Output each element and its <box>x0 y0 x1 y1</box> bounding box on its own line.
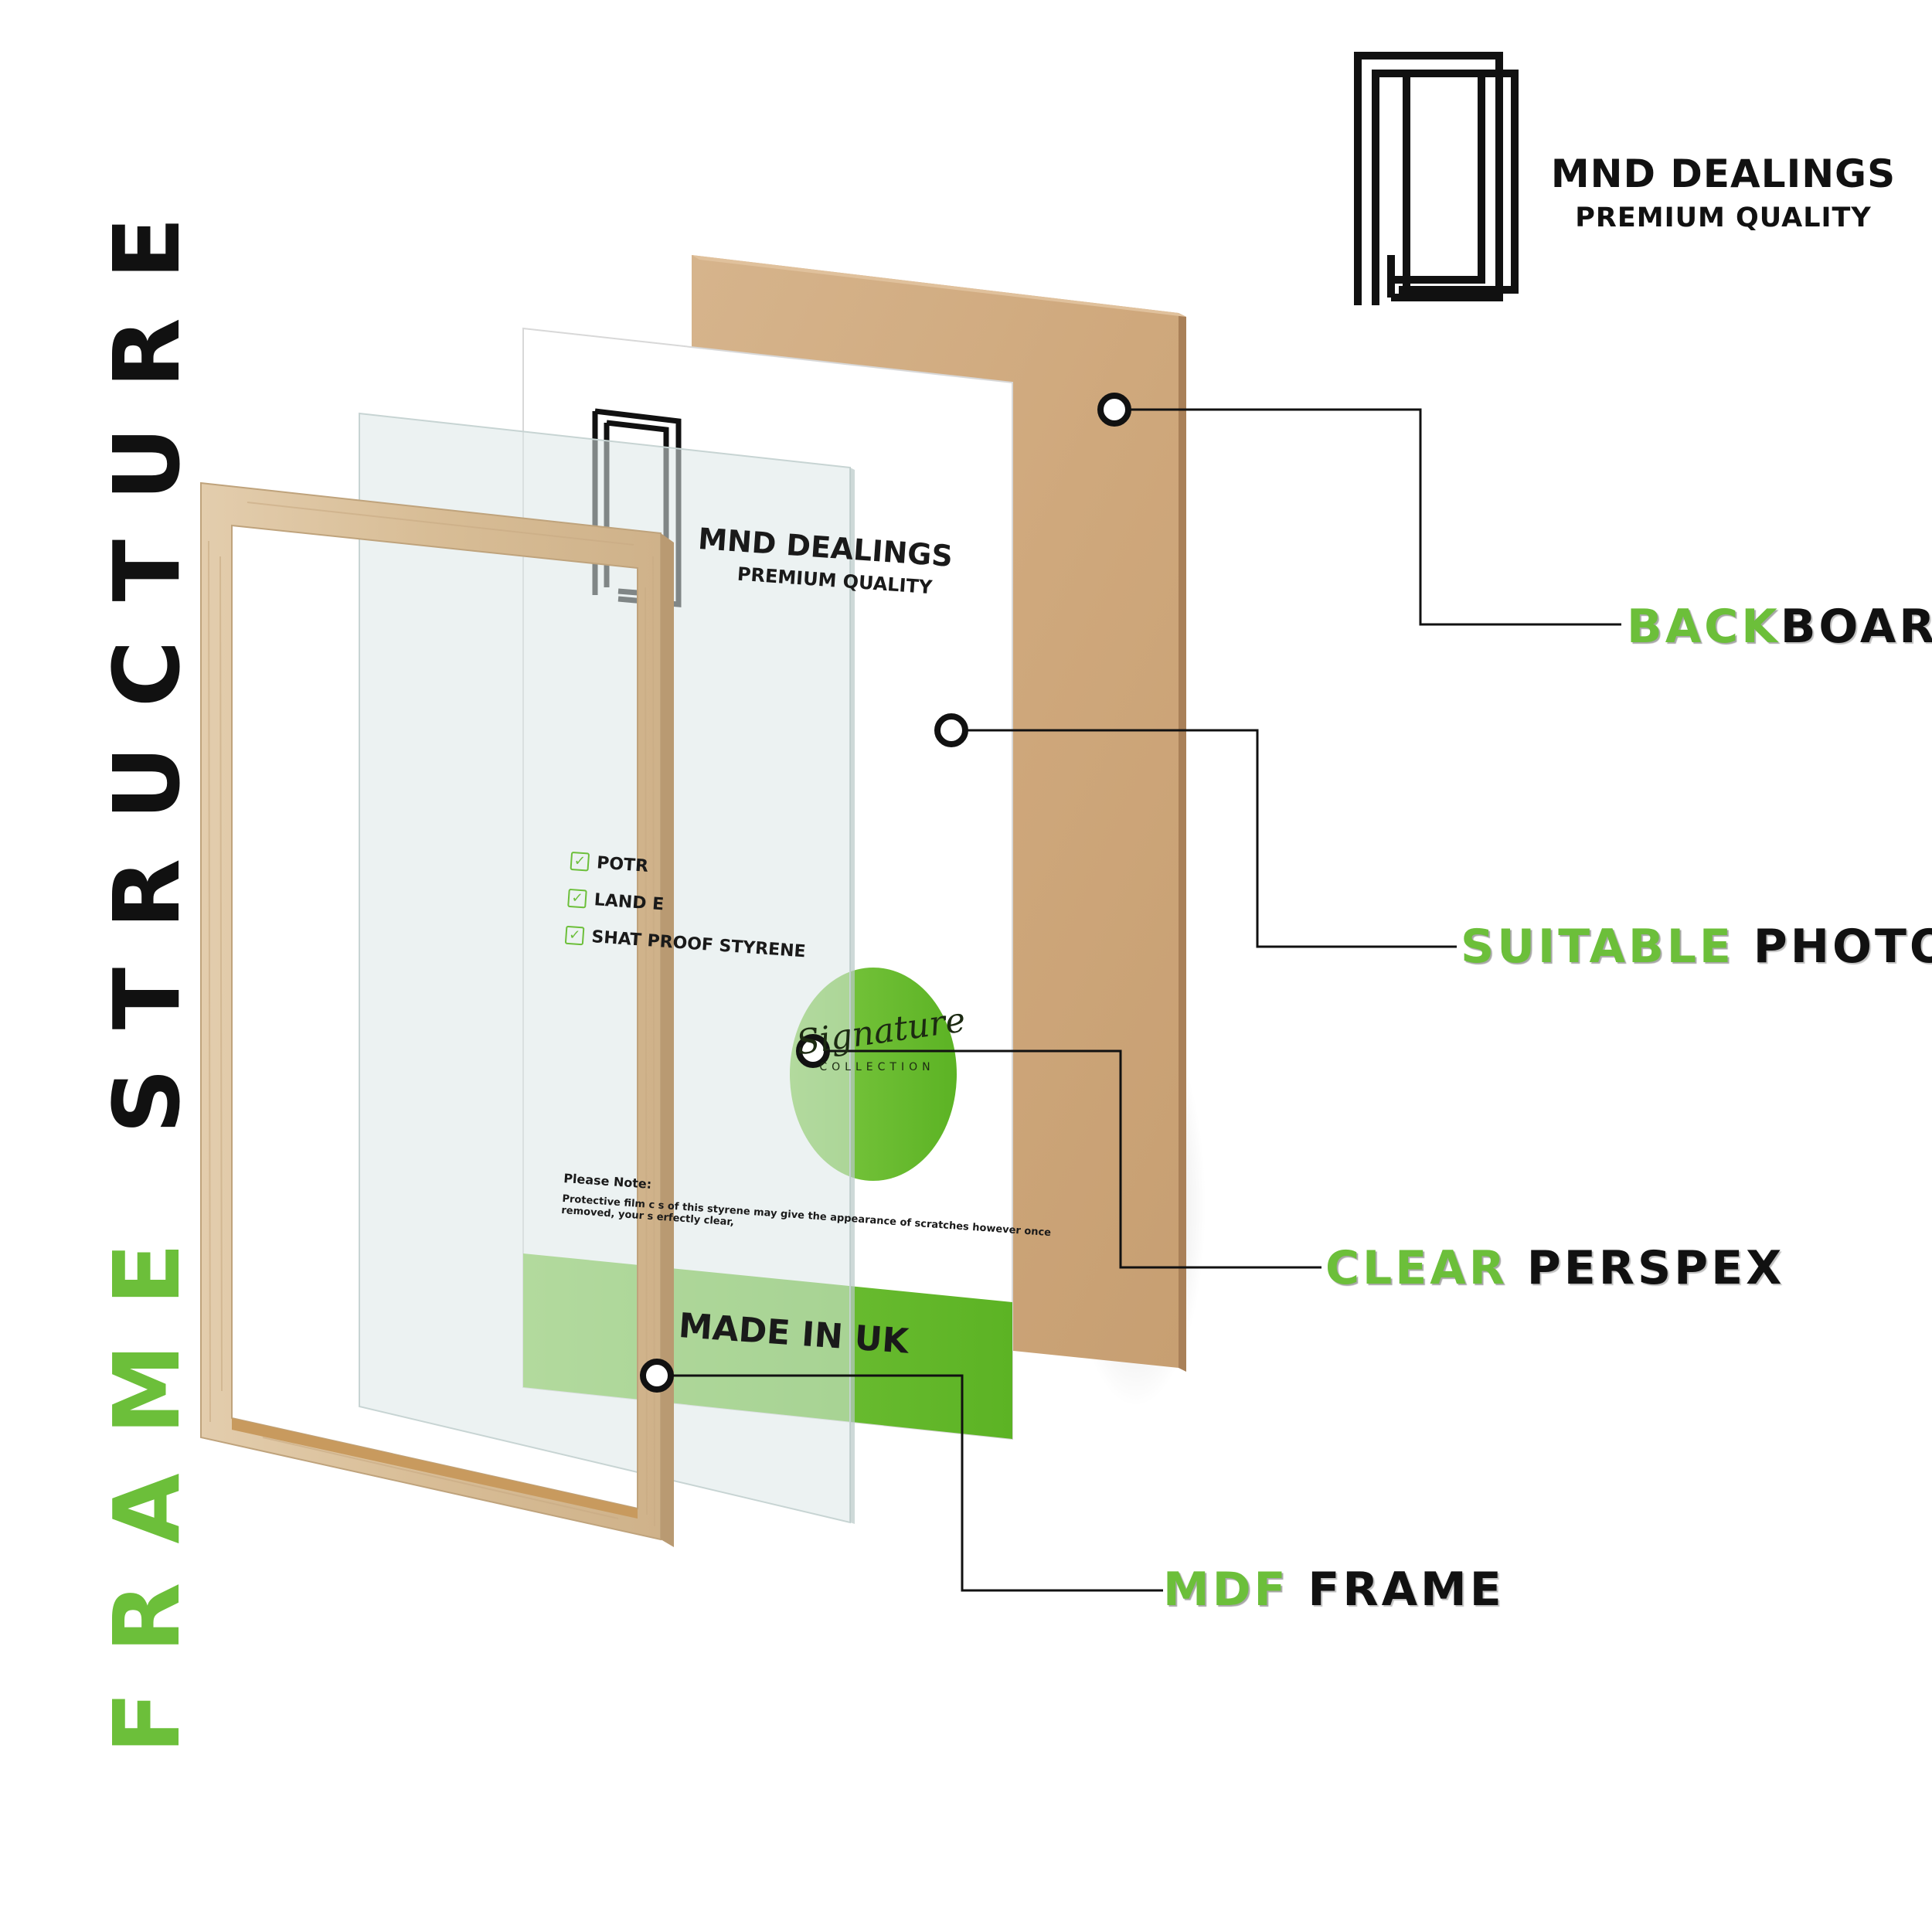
callout-lines <box>668 408 1621 1592</box>
badge-caption: COLLECTION <box>819 1061 935 1073</box>
brand-tagline: PREMIUM QUALITY <box>1575 202 1872 233</box>
title-frame: FRAME <box>94 1204 200 1754</box>
pin-frame <box>640 1359 674 1393</box>
label-clear-perspex: CLEAR PERSPEX <box>1325 1241 1785 1295</box>
perspex-panel <box>359 412 855 1524</box>
mdf-frame <box>200 481 674 1547</box>
brand-name: MND DEALINGS <box>1550 151 1896 196</box>
label-mdf-frame: MDF FRAME <box>1163 1563 1505 1617</box>
callout-pins <box>640 393 1131 1393</box>
badge-text: Signature COLLECTION <box>794 1000 968 1073</box>
brand-block: MND DEALINGS PREMIUM QUALITY <box>1538 151 1909 233</box>
feature-list: ✓POTR ✓LAND E ✓SHAT PROOF STYRENE <box>564 842 812 970</box>
label-backboard: BACKBOARD <box>1627 600 1932 654</box>
pin-photo <box>934 713 968 747</box>
title-structure: STRUCTURE <box>94 178 200 1134</box>
check-icon: ✓ <box>567 888 587 909</box>
check-icon: ✓ <box>564 925 585 946</box>
check-icon: ✓ <box>570 851 590 872</box>
label-suitable-photo: SUITABLE PHOTO <box>1461 920 1932 974</box>
brand-logo-icon <box>1354 52 1519 305</box>
pin-perspex <box>796 1034 830 1068</box>
pin-backboard <box>1097 393 1131 427</box>
